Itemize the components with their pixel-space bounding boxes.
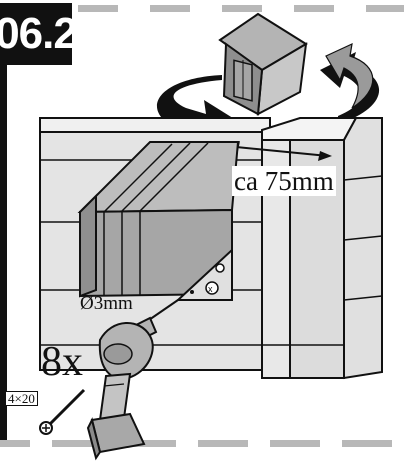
step-number: 06.2 [0,3,78,65]
screw-icon [39,388,86,435]
frame-border [0,3,404,447]
drill-bit [145,299,179,323]
svg-text:x: x [208,284,213,294]
drill-diameter-label: Ø3mm [80,293,133,314]
corner-post [261,117,383,380]
wall-panel-stack [77,141,240,298]
house-icon [218,12,308,116]
quantity-label: 8x [41,339,83,385]
mounting-bracket: x [175,247,233,301]
screw-size-label: 4×20 [5,391,38,406]
distance-label: ca 75mm [232,166,336,196]
drill-icon [86,316,158,461]
